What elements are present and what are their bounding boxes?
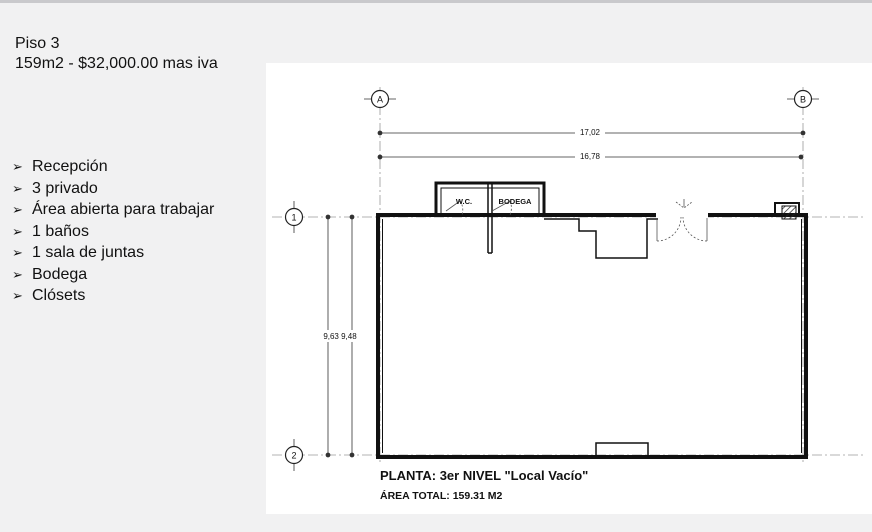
amenity-item: ➢1 baños bbox=[12, 221, 214, 243]
plan-total-area: ÁREA TOTAL: 159.31 M2 bbox=[380, 489, 502, 502]
listing-heading: Piso 3 159m2 - $32,000.00 mas iva bbox=[15, 34, 218, 74]
hatched-column bbox=[781, 205, 797, 220]
grid-axes bbox=[272, 87, 866, 463]
size-price-label: 159m2 - $32,000.00 mas iva bbox=[15, 55, 218, 72]
dimension-lines bbox=[325, 130, 806, 458]
dimension-heights: 9,63 9,48 bbox=[323, 332, 357, 341]
arrow-bullet-icon: ➢ bbox=[12, 159, 23, 174]
svg-text:B: B bbox=[800, 95, 806, 105]
amenities-list: ➢Recepción ➢3 privado ➢Área abierta para… bbox=[12, 156, 214, 307]
amenity-item: ➢3 privado bbox=[12, 178, 214, 200]
svg-text:1: 1 bbox=[291, 213, 296, 223]
floor-plan-panel: A B 1 2 17,02 16,78 9,63 9,48 bbox=[266, 63, 872, 514]
arrow-bullet-icon: ➢ bbox=[12, 245, 23, 260]
arrow-bullet-icon: ➢ bbox=[12, 266, 23, 282]
amenity-item: ➢1 sala de juntas bbox=[12, 242, 214, 264]
grid-bubble-a: A bbox=[364, 89, 396, 109]
amenity-item: ➢Bodega bbox=[12, 264, 214, 286]
walls bbox=[376, 181, 808, 459]
amenity-item: ➢Área abierta para trabajar bbox=[12, 199, 214, 221]
arrow-bullet-icon: ➢ bbox=[12, 288, 23, 303]
svg-text:A: A bbox=[377, 95, 383, 105]
amenity-item: ➢Clósets bbox=[12, 285, 214, 307]
floor-plan-drawing: A B 1 2 17,02 16,78 9,63 9,48 bbox=[272, 87, 866, 502]
svg-text:2: 2 bbox=[291, 451, 296, 461]
arrow-bullet-icon: ➢ bbox=[12, 223, 23, 239]
dimension-outer-width: 17,02 bbox=[580, 128, 601, 137]
amenity-item: ➢Recepción bbox=[12, 156, 214, 178]
grid-bubble-1: 1 bbox=[284, 201, 304, 233]
arrow-bullet-icon: ➢ bbox=[12, 202, 23, 217]
room-label-bodega: BODEGA bbox=[499, 197, 533, 206]
room-label-wc: W.C. bbox=[456, 197, 472, 206]
dimension-inner-width: 16,78 bbox=[580, 152, 601, 161]
arrow-bullet-icon: ➢ bbox=[12, 180, 23, 196]
top-divider bbox=[0, 0, 872, 3]
floor-label: Piso 3 bbox=[15, 35, 60, 52]
grid-bubble-b: B bbox=[787, 89, 819, 109]
doors bbox=[445, 199, 708, 242]
grid-bubble-2: 2 bbox=[284, 439, 304, 471]
plan-title: PLANTA: 3er NIVEL "Local Vacío" bbox=[380, 468, 588, 483]
